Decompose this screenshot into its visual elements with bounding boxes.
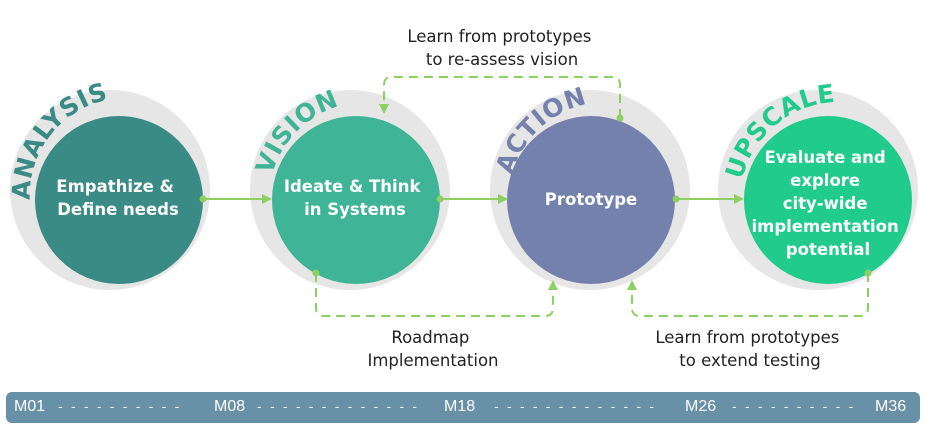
timeline-dashes: - - - - - - - - - - - - - - - - - - - (732, 398, 860, 414)
phase-text-upscale: Evaluate and explore city-wide implement… (751, 148, 904, 259)
phase-text-vision: Ideate & Think in Systems (284, 177, 426, 219)
phase-text-analysis: Empathize & Define needs (56, 177, 179, 219)
note-reassess-vision: Learn from prototypes to re-assess visio… (407, 27, 596, 69)
forward-connector-3 (672, 194, 744, 204)
milestone-m36: M36 (875, 398, 907, 415)
phase-circle-upscale[interactable] (744, 116, 912, 284)
phase-circle-vision[interactable] (272, 116, 440, 284)
timeline-dashes: - - - - - - - - - - - - - - - - - - - - … (257, 398, 417, 414)
forward-connector-1 (199, 194, 272, 204)
phase-circle-analysis[interactable] (35, 116, 203, 284)
milestone-m08: M08 (214, 398, 246, 415)
timeline-dashes: - - - - - - - - - - - - - - - - - - - - … (494, 398, 654, 414)
note-extend-testing: Learn from prototypes to extend testing (655, 328, 844, 370)
phase-text-action: Prototype (545, 190, 637, 209)
timeline-bar: M01 - - - - - - - - - - - - - - - - - - … (6, 392, 920, 423)
note-roadmap: Roadmap Implementation (367, 328, 498, 370)
milestone-m18: M18 (444, 398, 476, 415)
milestone-m01: M01 (14, 398, 46, 415)
feedback-loop-reassess-vision (379, 76, 624, 122)
phase-circle-action[interactable] (507, 116, 675, 284)
feedback-loop-roadmap (312, 269, 558, 317)
forward-connector-2 (436, 194, 508, 204)
timeline-dashes: - - - - - - - - - - - - - - - - - - - (58, 398, 186, 414)
milestone-m26: M26 (685, 398, 717, 415)
feedback-loop-extend-testing (627, 269, 872, 317)
